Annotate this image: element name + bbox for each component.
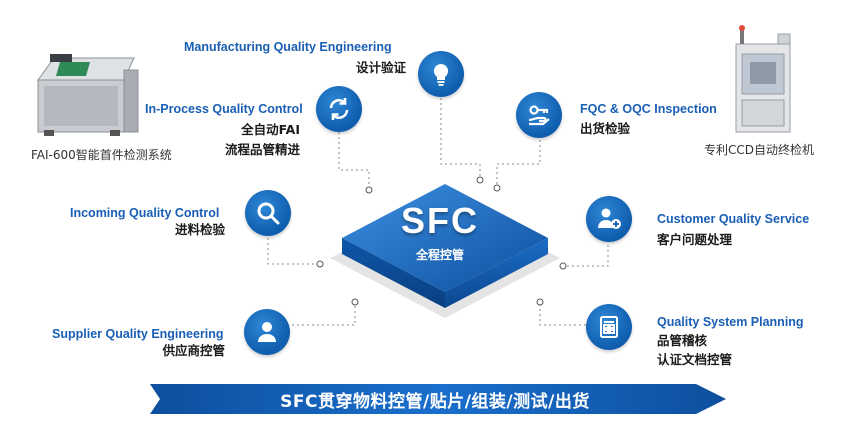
in-process-title: In-Process Quality Control xyxy=(145,102,303,116)
system-zh-2: 认证文档控管 xyxy=(657,352,733,367)
manufacturing-zh-1: 设计验证 xyxy=(355,60,406,75)
banner-text: SFC贯穿物料控管/贴片/组装/测试/出货 xyxy=(280,391,590,412)
in-process-zh-1: 全自动FAI xyxy=(241,122,300,137)
in-process-zh-2: 流程品管精进 xyxy=(224,142,300,157)
search-icon xyxy=(245,190,291,236)
customer-title: Customer Quality Service xyxy=(657,212,810,226)
incoming-zh-1: 进料检验 xyxy=(174,222,225,237)
sfc-platform xyxy=(330,184,560,318)
fqc-zh-1: 出货检验 xyxy=(580,121,631,136)
key-hand-icon xyxy=(516,92,562,138)
user-icon xyxy=(244,309,290,355)
ccd-machine-image xyxy=(735,25,791,133)
fai-machine-image xyxy=(37,54,139,136)
supplier-zh-1: 供应商控管 xyxy=(162,343,225,358)
sfc-title: SFC xyxy=(401,200,479,241)
system-zh-1: 品管稽核 xyxy=(657,333,708,348)
supplier-title: Supplier Quality Engineering xyxy=(52,327,224,341)
form-icon xyxy=(586,304,632,350)
left-machine-caption: FAI-600智能首件检测系统 xyxy=(31,148,172,162)
sfc-subtitle: 全程控管 xyxy=(415,248,464,262)
manufacturing-title: Manufacturing Quality Engineering xyxy=(184,40,392,54)
lightbulb-icon xyxy=(418,51,464,97)
banner-arrow xyxy=(150,384,726,414)
system-title: Quality System Planning xyxy=(657,315,804,329)
fqc-title: FQC & OQC Inspection xyxy=(580,102,717,116)
customer-zh-1: 客户问题处理 xyxy=(657,232,733,247)
user-add-icon xyxy=(586,196,632,242)
refresh-icon xyxy=(316,86,362,132)
right-machine-caption: 专利CCD自动终检机 xyxy=(704,143,814,157)
incoming-title: Incoming Quality Control xyxy=(70,206,220,220)
